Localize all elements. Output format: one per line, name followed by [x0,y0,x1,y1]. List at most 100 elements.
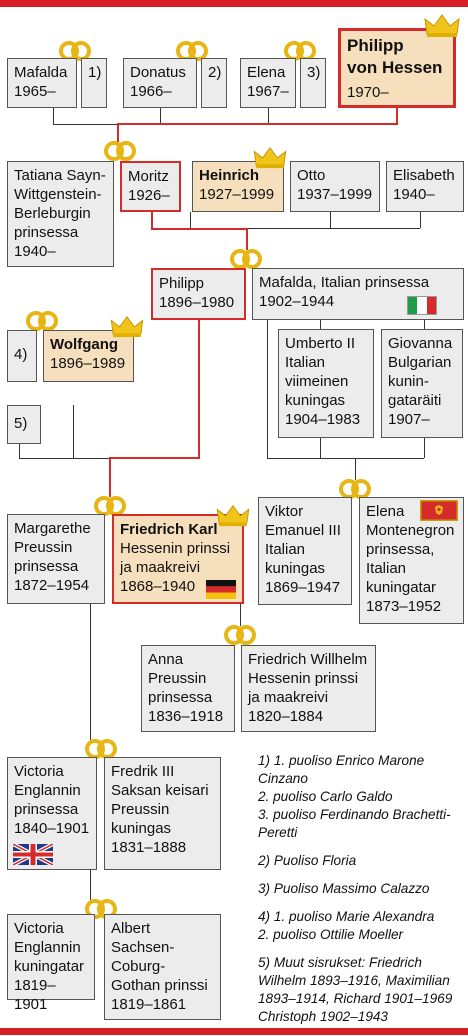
person-line: Hessenin prinssi [248,670,359,687]
person-name: Elena [247,64,286,81]
marriage-note-ref-2: 2) [201,58,227,108]
marriage-note-ref-3: 3) [300,58,326,108]
line [73,405,74,458]
line [240,604,241,626]
person-line: Umberto II [285,335,356,352]
person-giovanna: Giovanna Bulgarian kunin- gataräiti 1907… [381,329,463,438]
person-line: Sachsen- [111,939,175,956]
line [160,108,161,124]
person-line: ja maakreivi [248,689,329,706]
person-years: 1820–1884 [248,708,324,725]
footnote-4: 4) 1. puoliso Marie Alexandra 2. puoliso… [258,908,466,944]
person-tatiana: Tatiana Sayn- Wittgenstein- Berleburgin … [7,161,114,267]
person-line: Tatiana Sayn- [14,167,106,184]
person-line: Italian [366,560,407,577]
person-line: Preussin [14,539,73,556]
person-years: 1940– [393,186,435,203]
footnote-line: 2. puoliso Ottilie Moeller [258,927,404,942]
person-philipp-von-hessen: Philipp von Hessen 1970– [338,28,456,108]
person-years: 1904–1983 [285,411,361,428]
crown-icon [253,146,287,169]
person-line: Giovanna [388,335,453,352]
person-line: prinsessa, [366,541,435,558]
person-name: Elisabeth [393,167,455,184]
person-mafalda-italy: Mafalda, Italian prinsessa 1902–1944 [252,268,464,320]
bottom-red-bar [0,1028,468,1035]
person-years: 1907– [388,411,430,428]
person-fredrik-iii: Fredrik III Saksan keisari Preussin kuni… [104,757,221,870]
person-years: 1819–1861 [111,996,187,1013]
line [424,438,425,458]
person-years: 1819–1901 [14,977,56,1013]
footnotes: 1) 1. puoliso Enrico Marone Cinzano 2. p… [258,752,466,1036]
person-line: kuningas [285,392,346,409]
footnote-line: Wilhelm 1893–1916, Maximilian [258,973,450,988]
siblings-note-ref-5: 5) [7,405,41,444]
red-line [151,228,246,230]
person-line: Friedrich Willhelm [248,651,368,668]
person-line: gataräiti [388,392,442,409]
footnote-line: 2. puoliso Carlo Galdo [258,789,393,804]
person-name: Heinrich [199,167,260,184]
person-name: Friedrich Karl [120,521,218,538]
person-years: 1965– [14,83,56,100]
germany-flag-icon [206,580,236,599]
footnote-line: 4) 1. puoliso Marie Alexandra [258,909,435,924]
wedding-rings-icon [230,249,262,269]
person-name: Philipp [347,36,404,55]
wedding-rings-icon [104,141,136,161]
person-years: 1926– [128,187,170,204]
person-line: ja maakreivi [120,559,201,576]
person-line: Italian [265,541,306,558]
person-name: Philipp [159,275,205,292]
person-years: 1937–1999 [297,186,373,203]
person-heinrich: Heinrich 1927–1999 [192,161,284,212]
red-line [117,123,398,125]
person-name: Wolfgang [50,336,119,353]
person-donatus: Donatus 1966– [123,58,197,108]
italy-flag-icon [407,296,437,315]
footnote-line: Christoph 1902–1943 [258,1009,388,1024]
person-viktor-emanuel-iii: Viktor Emanuel III Italian kuningas 1869… [258,497,352,605]
person-years: 1896–1989 [50,355,126,372]
marriage-note-ref-1: 1) [81,58,107,108]
person-line: Wittgenstein- [14,186,102,203]
note-ref: 2) [208,64,222,81]
note-ref: 1) [88,64,102,81]
red-line [246,228,248,250]
person-line: Preussin [111,801,170,818]
line [19,458,109,459]
person-umberto-ii: Umberto II Italian viimeinen kuningas 19… [278,329,374,438]
person-line: Gothan prinssi [111,977,208,994]
footnote-line: 1) 1. puoliso Enrico Marone Cinzano [258,753,425,786]
person-philipp-1896: Philipp 1896–1980 [151,268,246,320]
person-line: kuningas [111,820,172,837]
person-line: Preussin [148,670,207,687]
line [19,444,20,458]
person-line: prinsessa [14,801,79,818]
footnote-line: Peretti [258,825,298,840]
line [190,228,420,229]
wedding-rings-icon [26,311,58,331]
person-line: Viktor [265,503,304,520]
person-name: Donatus [130,64,186,81]
person-years: 1902–1944 [259,293,335,310]
person-victoria-queen: Victoria Englannin kuningatar 1819–1901 [7,914,95,1013]
footnote-3: 3) Puoliso Massimo Calazzo [258,880,466,898]
line [320,438,321,458]
red-line [109,457,111,497]
top-red-bar [0,0,468,7]
line [190,212,191,228]
person-friedrich-wilhelm: Friedrich Willhelm Hessenin prinssi ja m… [241,645,376,732]
person-otto: Otto 1937–1999 [290,161,380,212]
person-years: 1840–1901 [14,820,90,837]
footnote-line: 3) Puoliso Massimo Calazzo [258,881,430,896]
person-line: kunin- [388,373,429,390]
person-line: Albert [111,920,151,937]
person-line: Englannin [14,939,81,956]
person-years: 1869–1947 [265,579,341,596]
red-line [396,108,398,125]
person-line: prinsessa [14,224,79,241]
person-line: Victoria [14,763,64,780]
person-line: Englannin [14,782,81,799]
